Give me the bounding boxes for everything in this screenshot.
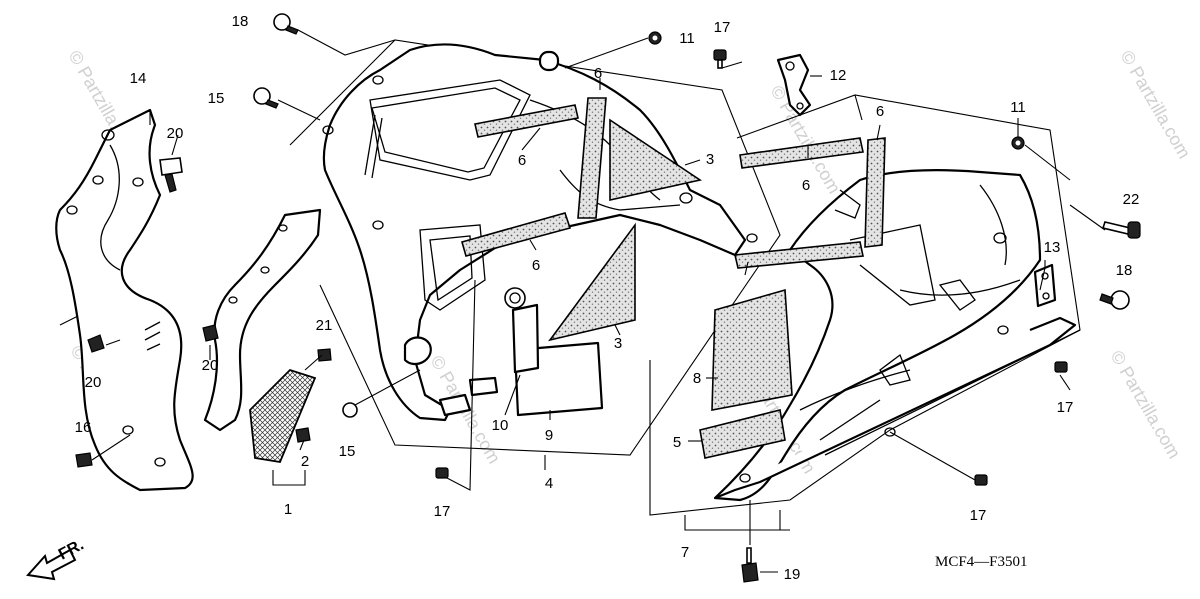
reflector (249, 368, 317, 464)
bracket-12 (776, 53, 812, 117)
callout-label: 11 (1010, 99, 1026, 116)
callout-label: 3 (614, 335, 622, 352)
callout-label: 6 (518, 152, 526, 169)
callout-label: 15 (208, 90, 225, 107)
callout-label: 18 (1116, 262, 1133, 279)
callout-label: 11 (679, 30, 695, 47)
callout-label: 12 (830, 67, 847, 84)
callout-label: 8 (693, 370, 701, 387)
callout-label: 20 (202, 357, 219, 374)
callout-label: 17 (714, 19, 731, 36)
callout-label: 19 (784, 566, 801, 583)
left-inner-panel (144, 208, 322, 464)
callout-label: 3 (706, 151, 714, 168)
callout-label: 22 (1123, 191, 1140, 208)
left-bracket-panel (55, 108, 194, 492)
foam-pads (548, 118, 793, 459)
callout-label: 21 (316, 317, 333, 334)
foam-strip (864, 137, 886, 248)
callout-label: 6 (532, 257, 540, 274)
callout-label: 20 (167, 125, 184, 142)
foam-strip (461, 212, 572, 257)
callout-label: 17 (970, 507, 987, 524)
foam-strip (739, 137, 864, 169)
pads-9-10 (511, 303, 604, 417)
callout-label: 2 (301, 453, 309, 470)
foam-strips (461, 97, 886, 269)
foam-pad-8 (711, 288, 793, 411)
watermark-text: © Partzilla.com (1107, 347, 1185, 462)
callout-label: 6 (802, 177, 810, 194)
foam-pad-5 (699, 409, 786, 459)
foam-triangle (609, 118, 703, 201)
callout-label: 7 (681, 544, 689, 561)
callout-label: 10 (492, 417, 509, 434)
foam-strip (474, 104, 579, 138)
plate-13 (1033, 263, 1057, 308)
foam-strip (577, 97, 607, 219)
watermark-text: © Partzilla.com (1117, 47, 1195, 162)
callout-label: 18 (232, 13, 249, 30)
callout-label: 17 (1057, 399, 1074, 416)
callout-label: 6 (594, 65, 602, 82)
leader-lines (91, 29, 1106, 573)
callout-labels: 1 2 3 3 4 5 6 6 6 6 6 7 8 9 10 11 11 12 … (75, 13, 1140, 583)
callout-label: 15 (339, 443, 356, 460)
callout-label: 9 (545, 427, 553, 444)
callout-label: 5 (673, 434, 681, 451)
callout-label: 20 (85, 374, 102, 391)
foam-strip (734, 241, 864, 269)
foam-triangle (548, 222, 636, 342)
callout-label: 4 (545, 475, 553, 492)
callout-label: 1 (284, 501, 292, 518)
callout-label: 13 (1044, 239, 1061, 256)
callout-label: 14 (130, 70, 147, 87)
callout-label: 17 (434, 503, 451, 520)
front-arrow: FR. (26, 536, 87, 581)
callout-label: 16 (75, 419, 92, 436)
diagram-code: MCF4—F3501 (935, 554, 1028, 570)
callout-label: 6 (876, 103, 884, 120)
fasteners (75, 13, 1141, 583)
